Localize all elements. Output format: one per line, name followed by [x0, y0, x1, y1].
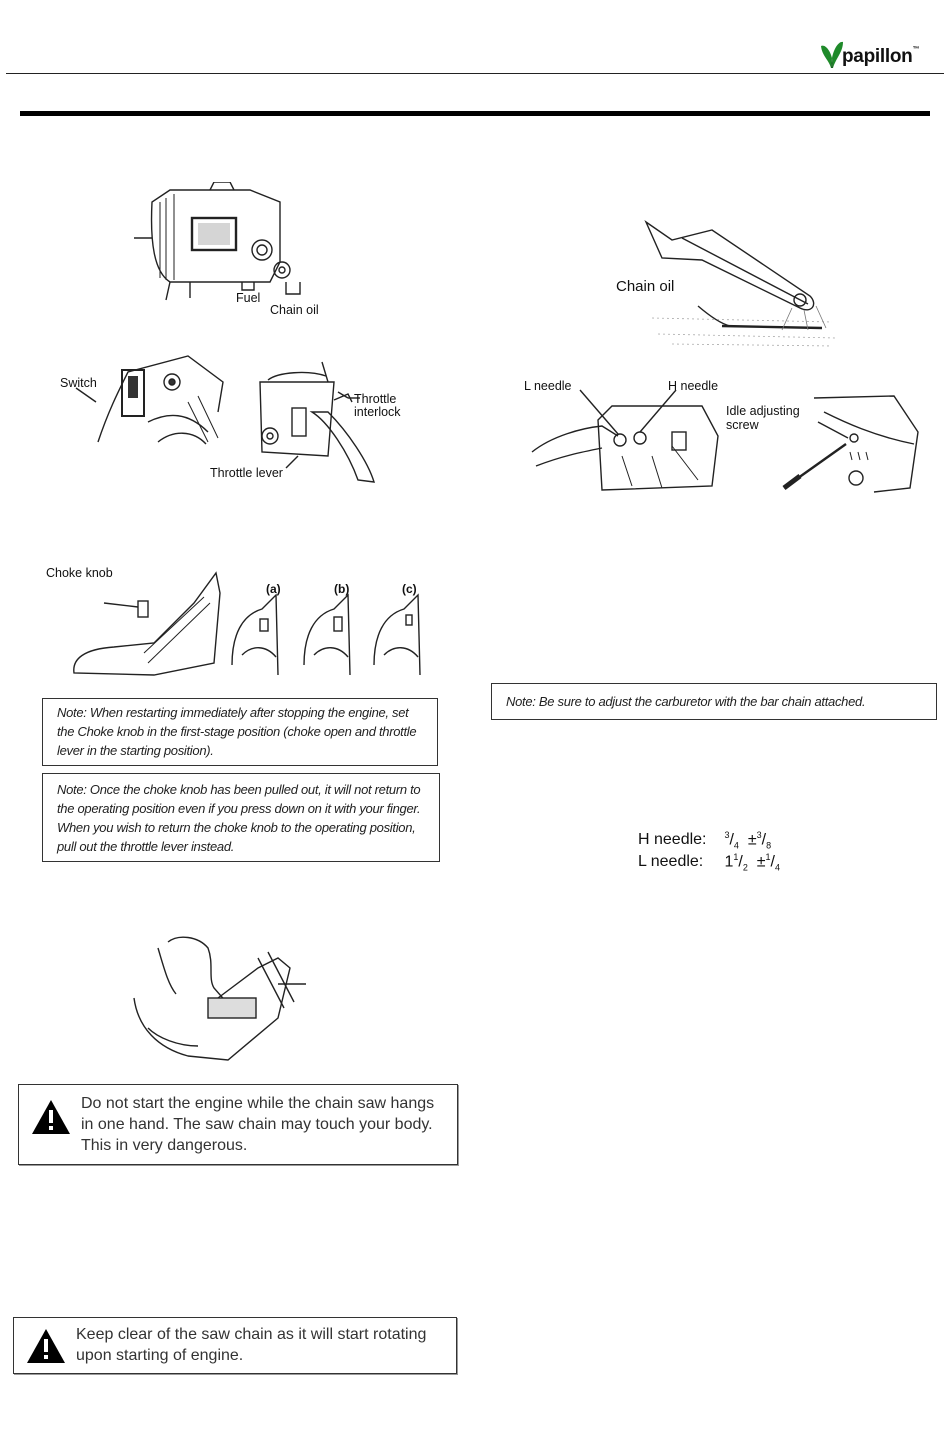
brand-name: papillon	[842, 46, 913, 67]
label-h-needle: H needle	[668, 379, 719, 393]
spec-h-label: H needle:	[638, 831, 707, 849]
warning-keep-clear-text: Keep clear of the saw chain as it will s…	[76, 1326, 427, 1364]
label-throttle-interlock-2: interlock	[354, 405, 401, 419]
note-restart: Note: When restarting immediately after …	[42, 698, 438, 766]
label-bar-chain-oil: Chain oil	[616, 278, 675, 295]
trademark: ™	[912, 46, 920, 53]
spec-l-tol-den: 4	[774, 862, 780, 873]
spec-l-needle: L needle: 11/2 ±1/4	[638, 852, 780, 873]
warning-triangle-icon	[27, 1329, 65, 1363]
label-switch: Switch	[60, 376, 97, 390]
spec-h-tol-num: 3	[756, 830, 762, 840]
figure-fuel-oil-caps: Fuel Chain oil	[130, 181, 330, 322]
figure-choke: Choke knob (a) (b) (c)	[44, 563, 444, 683]
warning-one-hand-text: Do not start the engine while the chain …	[81, 1095, 435, 1154]
spec-h-tol-den: 8	[766, 840, 772, 851]
warning-keep-clear: Keep clear of the saw chain as it will s…	[13, 1317, 457, 1374]
spec-h-num: 3	[724, 830, 730, 840]
section-rule	[20, 111, 930, 116]
butterfly-icon	[821, 41, 843, 68]
label-fuel: Fuel	[236, 291, 261, 305]
label-idle-2: screw	[726, 418, 759, 432]
warning-one-hand: Do not start the engine while the chain …	[18, 1084, 458, 1165]
label-l-needle: L needle	[524, 379, 572, 393]
label-throttle-lever: Throttle lever	[210, 466, 283, 480]
note-carburetor: Note: Be sure to adjust the carburetor w…	[491, 683, 937, 720]
label-chain-oil: Chain oil	[270, 303, 319, 317]
label-choke-b: (b)	[334, 582, 350, 596]
spec-l-label: L needle:	[638, 853, 704, 871]
figure-throttle: Throttle interlock Throttle lever	[208, 352, 418, 487]
figure-carburetor-needles: L needle H needle	[522, 376, 722, 494]
warning-triangle-icon	[32, 1100, 70, 1134]
spec-l-whole: 1	[724, 853, 734, 871]
figure-switch: Switch	[58, 352, 228, 452]
label-choke-knob: Choke knob	[46, 566, 113, 580]
header-rule	[6, 73, 944, 74]
figure-starting-position	[128, 928, 308, 1066]
figure-idle-screw: Idle adjusting screw	[724, 392, 920, 496]
spec-l-den: 2	[742, 862, 748, 873]
papillon-logo: papillon™	[820, 38, 930, 72]
spec-h-needle: H needle: 3/4 ±3/8	[638, 830, 772, 851]
label-choke-a: (a)	[266, 582, 281, 596]
label-idle-1: Idle adjusting	[726, 404, 800, 418]
label-throttle-interlock-1: Throttle	[354, 392, 397, 406]
spec-l-tol-num: 1	[765, 852, 771, 862]
spec-l-num: 1	[733, 852, 739, 862]
label-choke-c: (c)	[402, 582, 417, 596]
figure-bar-oil: Chain oil	[612, 218, 838, 350]
spec-h-den: 4	[733, 840, 739, 851]
note-choke-return: Note: Once the choke knob has been pulle…	[42, 773, 440, 862]
